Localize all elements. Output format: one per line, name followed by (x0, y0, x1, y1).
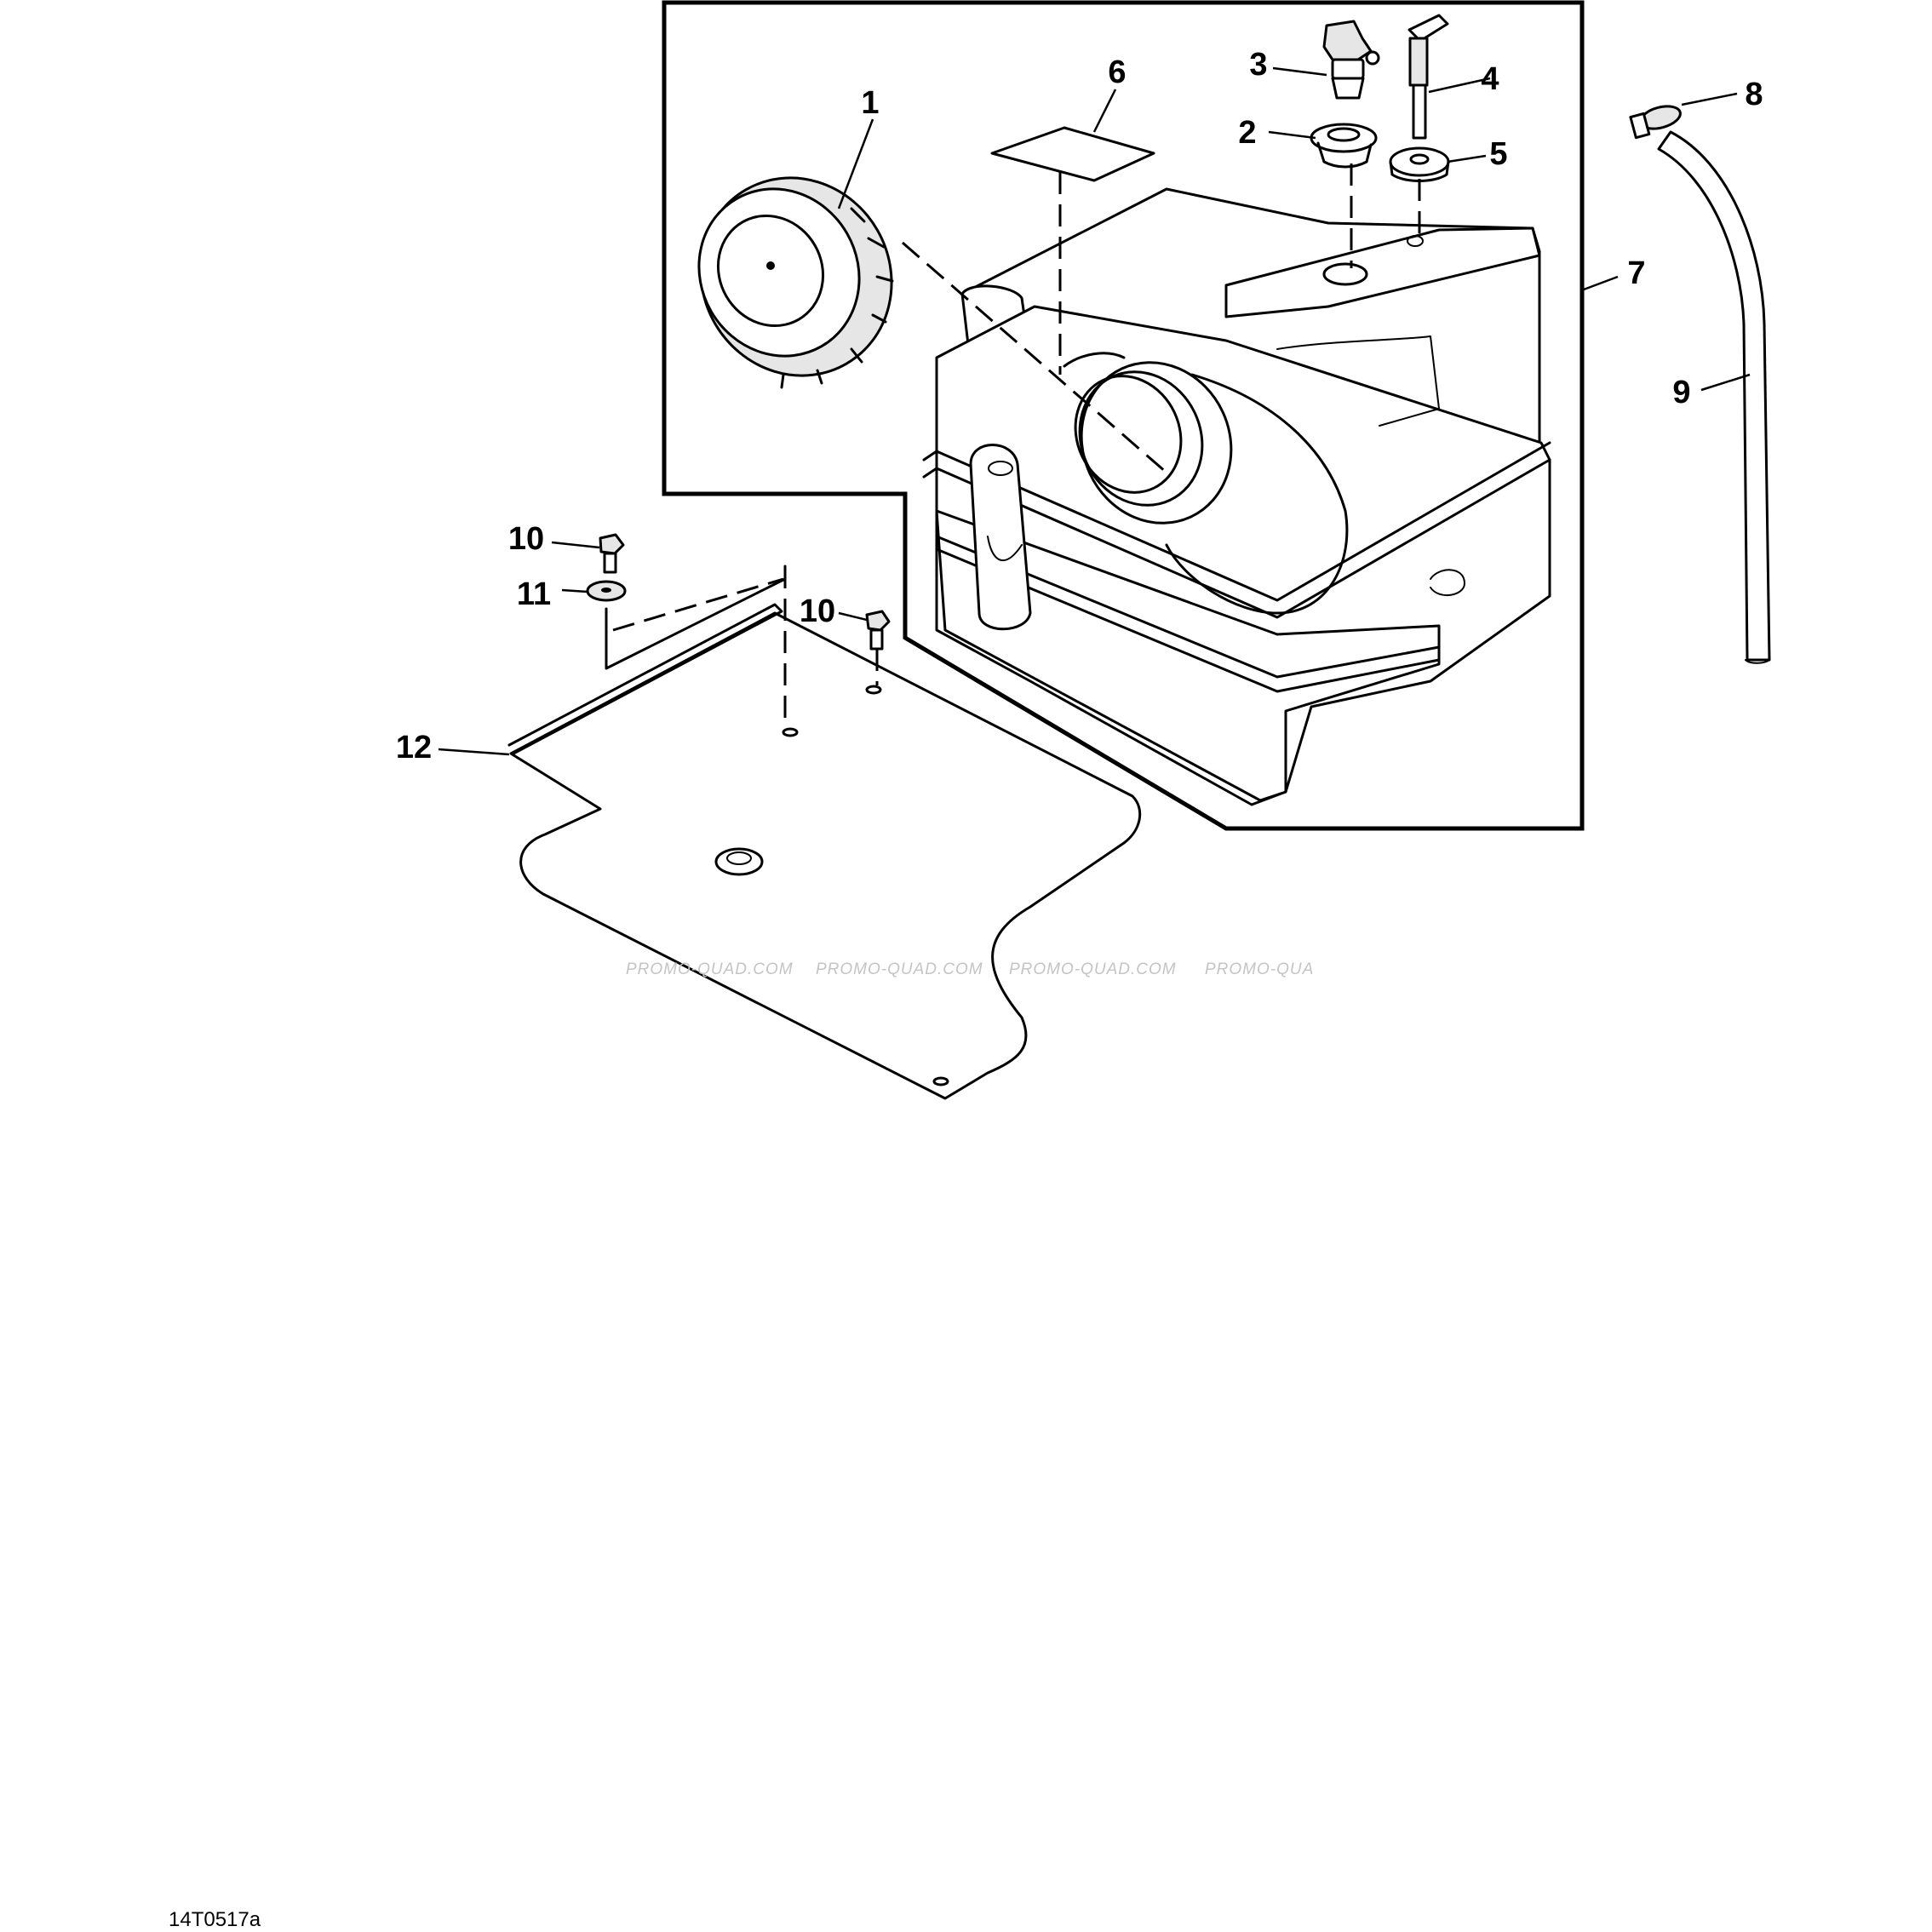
vent-fitting (1407, 14, 1449, 140)
callout-6: 6 (1108, 54, 1126, 90)
decal (990, 126, 1155, 182)
watermark-4: PROMO-QUA (1205, 960, 1314, 978)
bolt-10-left (599, 533, 625, 574)
callout-12: 12 (396, 730, 432, 765)
vent-hose (1657, 130, 1771, 664)
grommet (1310, 123, 1378, 169)
vent-valve (1322, 20, 1380, 100)
callout-4: 4 (1481, 61, 1499, 97)
watermark-3: PROMO-QUAD.COM (1009, 960, 1177, 978)
callout-2: 2 (1238, 115, 1256, 151)
leader-lines (438, 66, 1751, 756)
filler-neck (1080, 361, 1233, 525)
callout-1: 1 (861, 85, 879, 121)
bolt-10-right (865, 610, 891, 651)
callout-8: 8 (1745, 77, 1763, 112)
callout-10-left: 10 (508, 521, 544, 557)
fuel-cap (697, 176, 894, 389)
fuel-tank (922, 187, 1551, 806)
washer-11 (586, 580, 627, 602)
callout-3: 3 (1249, 47, 1267, 83)
heat-shield-plate (507, 603, 1142, 1100)
watermark-2: PROMO-QUAD.COM (816, 960, 983, 978)
figure-id: 14T0517a (169, 1908, 261, 1931)
assembly-frame (662, 0, 1585, 831)
washer-5 (1389, 146, 1450, 182)
callout-7: 7 (1627, 255, 1645, 291)
callout-10-right: 10 (800, 593, 835, 629)
watermark-1: PROMO-QUAD.COM (626, 960, 794, 978)
callout-11: 11 (517, 576, 551, 612)
assembly-lines (605, 163, 1421, 728)
hose-clamp (1629, 105, 1682, 140)
callout-5: 5 (1489, 136, 1507, 172)
callout-9: 9 (1672, 375, 1690, 410)
